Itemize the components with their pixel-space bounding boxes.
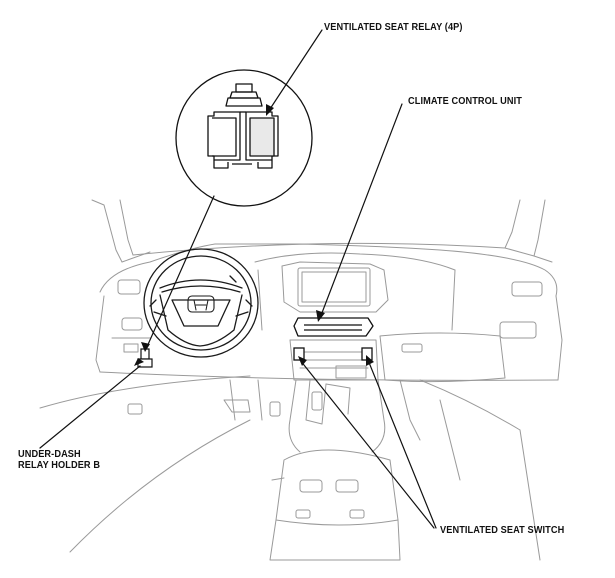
center-stack (269, 339, 401, 561)
climate-control-unit (293, 317, 374, 337)
ventilated-seat-switch-left (293, 347, 305, 361)
arrowhead-relay-holder (141, 342, 150, 352)
vehicle-interior (39, 199, 563, 561)
ventilated-seat-switches (293, 347, 373, 361)
relay-detail-callout (175, 69, 313, 207)
leader-relay-label (267, 29, 323, 113)
dashboard-outline (95, 243, 563, 383)
leader-callout-to-relay-holder (145, 195, 215, 350)
relay-connector (207, 83, 279, 169)
under-dash-relay-holder-label-line2: RELAY HOLDER B (18, 460, 101, 471)
leader-seat-switch-right (367, 359, 437, 529)
ventilated-seat-switch-label: VENTILATED SEAT SWITCH (440, 525, 565, 536)
arrowhead-switch-right (366, 355, 374, 366)
windshield-frame (91, 199, 553, 263)
leader-under-dash (39, 365, 141, 449)
arrowhead-switch-left (298, 356, 307, 366)
climate-control-unit-label: CLIMATE CONTROL UNIT (408, 96, 522, 107)
arrowhead-climate (316, 310, 325, 322)
leader-climate-control (319, 103, 403, 319)
center-display (281, 261, 389, 313)
leader-seat-switch-left (299, 359, 435, 529)
arrowhead-under-dash (134, 358, 144, 366)
leader-lines (39, 29, 437, 529)
floor-and-pedals (39, 375, 541, 561)
arrowheads (134, 104, 374, 366)
steering-wheel (143, 248, 259, 358)
ventilated-seat-relay-label: VENTILATED SEAT RELAY (4P) (324, 22, 463, 33)
under-dash-relay-holder-label-line1: UNDER-DASH (18, 449, 81, 460)
under-dash-relay-holder-label: UNDER-DASH RELAY HOLDER B (18, 449, 100, 471)
arrowhead-relay (266, 104, 274, 116)
